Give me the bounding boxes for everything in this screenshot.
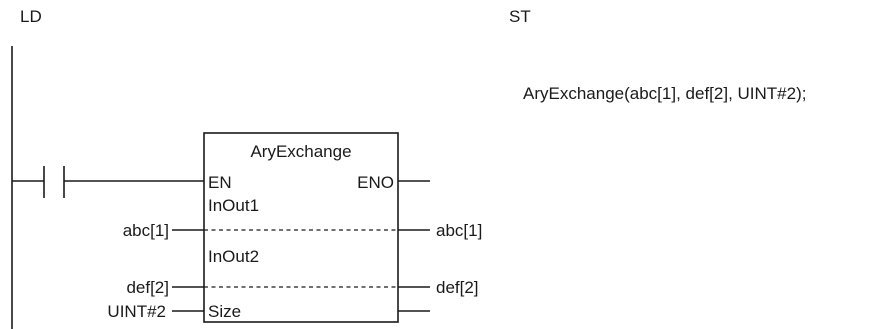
inout1-output-variable: abc[1] [436, 221, 482, 240]
size-pin-label: Size [208, 302, 241, 321]
function-block [203, 132, 399, 323]
inout2-pin-label: InOut2 [208, 247, 259, 266]
size-input-variable: UINT#2 [107, 302, 166, 321]
inout1-input-variable: abc[1] [123, 221, 169, 240]
st-label: ST [509, 7, 531, 26]
inout2-input-variable: def[2] [126, 278, 169, 297]
en-pin-label: EN [208, 173, 232, 192]
ld-label: LD [20, 7, 42, 26]
inout2-output-variable: def[2] [436, 278, 479, 297]
st-code: AryExchange(abc[1], def[2], UINT#2); [523, 84, 806, 103]
inout1-pin-label: InOut1 [208, 196, 259, 215]
block-title: AryExchange [250, 142, 351, 161]
eno-pin-label: ENO [357, 173, 394, 192]
